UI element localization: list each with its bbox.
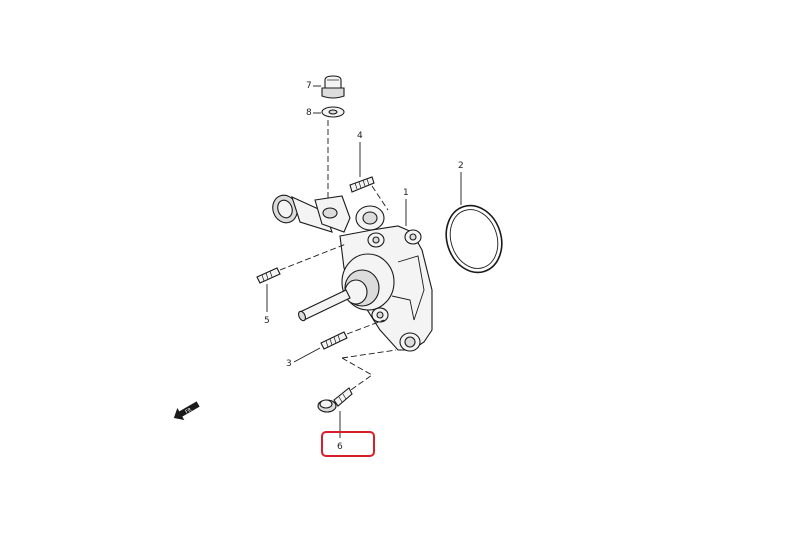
part-1-pump-housing[interactable] (269, 192, 433, 352)
part-4-stud[interactable] (349, 176, 375, 193)
part-8-washer[interactable] (321, 106, 345, 118)
alignment-line-stud-4 (371, 185, 389, 211)
alignment-line-stud-5 (279, 243, 347, 271)
callout-5-label: 5 (264, 316, 270, 326)
callout-1: 1 (403, 188, 409, 226)
part-2-o-ring[interactable] (438, 198, 510, 279)
callout-2-label: 2 (458, 161, 464, 171)
alignment-line-stud-3 (346, 319, 385, 335)
callout-4: 4 (357, 131, 363, 177)
callout-6-highlight-box (321, 431, 375, 457)
callout-8-label: 8 (306, 108, 312, 118)
callout-3: 3 (286, 347, 321, 369)
front-arrow-label: FR (184, 407, 193, 416)
callout-8: 8 (306, 108, 321, 118)
callout-7: 7 (306, 81, 321, 91)
callout-6-label: 6 (337, 442, 343, 452)
callout-2: 2 (458, 161, 464, 205)
front-direction-arrow-icon: FR (173, 401, 200, 421)
callout-4-label: 4 (357, 131, 363, 141)
callout-1-label: 1 (403, 188, 409, 198)
alignment-line-bolt-b (341, 357, 373, 393)
part-7-plug-bolt[interactable] (321, 75, 345, 99)
callout-3-label: 3 (286, 359, 292, 369)
alignment-line-bolt-a (341, 349, 397, 359)
callout-7-label: 7 (306, 81, 312, 91)
part-3-stud[interactable] (320, 331, 348, 350)
part-5-stud[interactable] (256, 267, 281, 284)
pump-shaft[interactable] (297, 289, 351, 322)
callout-5: 5 (264, 284, 270, 326)
part-6-flange-bolt[interactable] (317, 387, 353, 413)
callout-6: 6 (321, 411, 375, 457)
